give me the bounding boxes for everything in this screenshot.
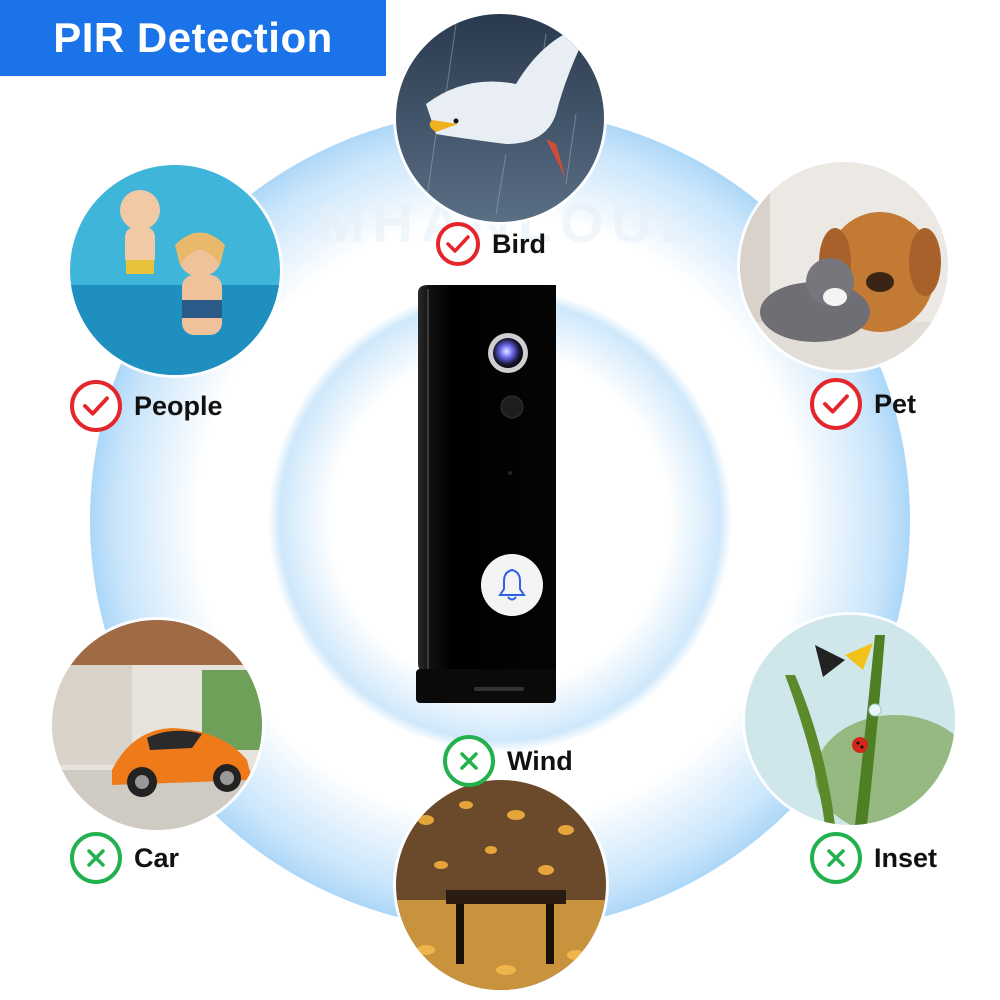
label-car-text: Car: [134, 842, 180, 873]
label-insect-text: Inset: [874, 842, 938, 873]
label-people-text: People: [134, 390, 223, 421]
check-icon: [436, 222, 480, 266]
wind-photo: [396, 780, 606, 990]
pet-photo: [740, 162, 948, 370]
label-bird-text: Bird: [492, 228, 546, 259]
label-car: Car: [70, 832, 179, 884]
label-pet-text: Pet: [874, 388, 917, 419]
check-icon: [810, 378, 862, 430]
video-doorbell: [416, 285, 556, 703]
page-title: PIR Detection: [53, 14, 333, 61]
people-photo: [70, 165, 280, 375]
label-people: People: [70, 380, 223, 432]
car-photo: [52, 620, 262, 830]
title-banner: PIR Detection: [0, 0, 386, 76]
label-bird: Bird: [436, 222, 546, 266]
cross-icon: [70, 832, 122, 884]
cross-icon: [443, 735, 495, 787]
label-insect: Inset: [810, 832, 937, 884]
bell-icon[interactable]: [496, 567, 528, 603]
label-wind: Wind: [443, 735, 573, 787]
label-pet: Pet: [810, 378, 916, 430]
bird-photo: [396, 14, 604, 222]
insect-photo: [745, 615, 955, 825]
check-icon: [70, 380, 122, 432]
cross-icon: [810, 832, 862, 884]
label-wind-text: Wind: [507, 745, 573, 776]
